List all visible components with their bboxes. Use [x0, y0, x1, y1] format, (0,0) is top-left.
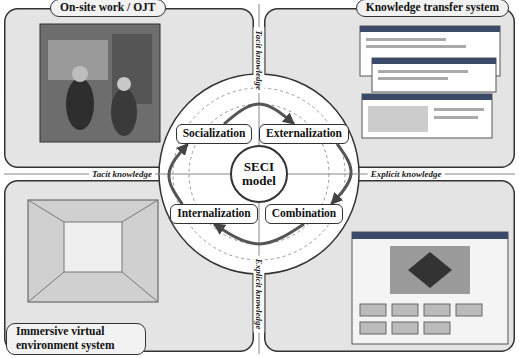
window — [362, 94, 492, 138]
mode-label: Externalization — [266, 127, 342, 141]
thumb — [456, 304, 482, 316]
mode-box: Socialization — [176, 124, 253, 144]
model-shape — [408, 252, 452, 288]
quadrant-frame: Knowledge transfer system — [264, 8, 515, 168]
transfer-screens — [360, 26, 500, 138]
text-line — [378, 70, 468, 73]
mode-label: Socialization — [183, 127, 246, 141]
thumb — [424, 322, 450, 334]
frame-title: Immersive virtual environment system — [6, 323, 146, 355]
thumb — [360, 304, 386, 316]
quadrant-ground — [265, 181, 515, 352]
photo-frame — [40, 24, 160, 142]
thumb — [392, 322, 418, 334]
image-panel — [390, 246, 470, 294]
cycle-arrow — [214, 224, 304, 244]
axis-label: Explicit knowledge — [368, 169, 445, 180]
text-line — [366, 45, 466, 48]
back-wall — [64, 222, 122, 272]
virtual-room — [28, 200, 158, 302]
mode-label: Combination — [272, 207, 337, 221]
room-edge — [122, 272, 158, 302]
worker-head — [117, 77, 131, 91]
mode-box: Combination — [265, 204, 344, 224]
text-line — [434, 116, 478, 119]
window-bar — [360, 26, 500, 32]
quadrant-frame: On-site work / OJT — [4, 8, 254, 168]
quadrant-frame — [265, 181, 515, 352]
mode-box: Externalization — [259, 124, 349, 144]
mode-label: Internalization — [177, 207, 250, 221]
combination-screen — [352, 232, 508, 344]
worker-figure — [66, 78, 94, 130]
axis-label: Tacit knowledge — [254, 27, 265, 93]
frame-outline — [264, 8, 515, 168]
ojt-photo — [40, 24, 160, 142]
screen — [352, 232, 508, 344]
frame-outline — [4, 8, 254, 168]
thumb — [360, 322, 386, 334]
window-bar — [352, 232, 508, 239]
frame-title: Knowledge transfer system — [356, 0, 509, 17]
cycle-arrow — [224, 104, 294, 124]
text-line — [366, 38, 446, 41]
text-line — [434, 108, 484, 111]
image-panel — [368, 106, 428, 132]
room-edge — [122, 200, 158, 222]
mode-box: Internalization — [170, 204, 257, 224]
room-view — [28, 200, 158, 302]
model-label: SECI model — [232, 160, 286, 189]
worker-head — [72, 66, 88, 82]
frame-title: On-site work / OJT — [50, 0, 166, 17]
window-bar — [372, 58, 496, 64]
worker-figure — [111, 88, 137, 136]
room-edge — [28, 272, 64, 302]
room-edge — [28, 200, 64, 222]
cycle-arrow — [169, 144, 188, 204]
window — [372, 58, 496, 92]
axis-label: Tacit knowledge — [89, 169, 155, 180]
thumb — [392, 304, 418, 316]
cycle-arrow — [331, 144, 351, 204]
window-bar — [362, 94, 492, 100]
frame-border — [5, 9, 254, 168]
model-circle: SECI model — [230, 145, 288, 203]
text-line — [378, 77, 448, 80]
axis-label: Explicit knowledge — [254, 256, 265, 333]
thumb — [424, 304, 450, 316]
